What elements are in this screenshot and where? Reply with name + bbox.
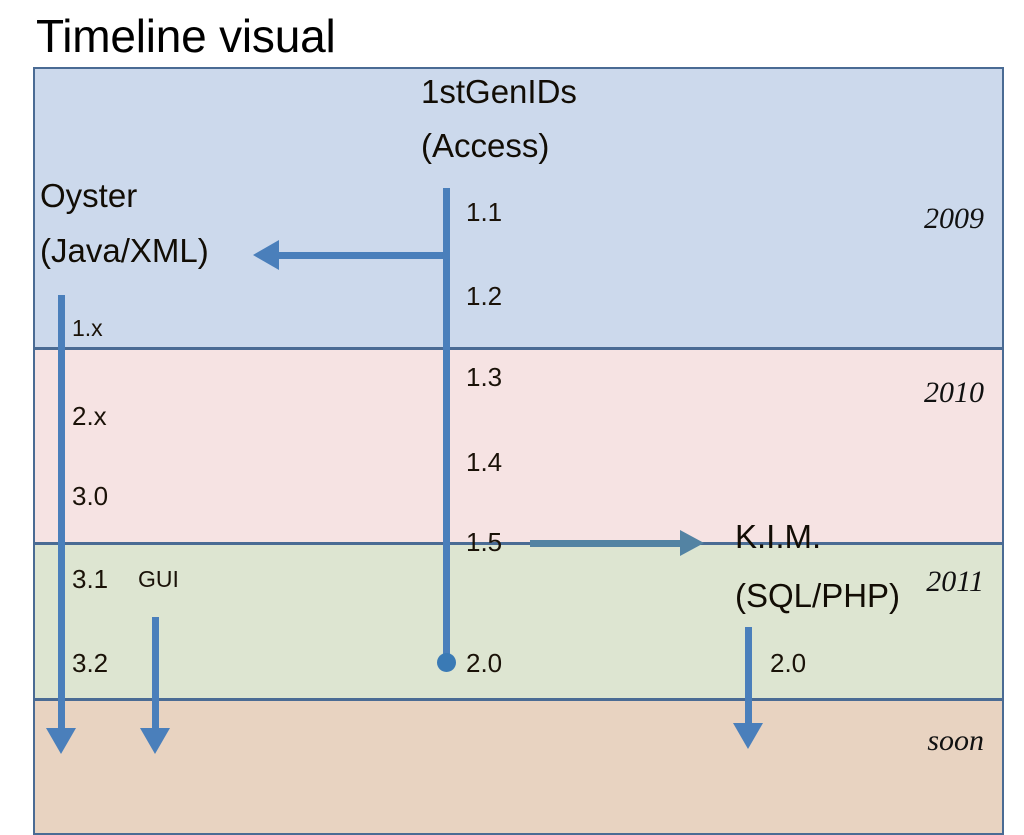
version-label-firstgen-1-2: 1.2	[466, 281, 503, 311]
page-title: Timeline visual	[36, 10, 336, 62]
version-label-oyster-2-x: 2.x	[72, 401, 107, 431]
timeline-bands: 2009 2010 2011 soon	[33, 67, 1004, 835]
timeline-slide: Timeline visual 2009 2010 2011 soon 1stG…	[33, 10, 1004, 835]
track-label-gui: GUI	[138, 566, 179, 592]
version-label-firstgen-1-3: 1.3	[466, 362, 503, 392]
version-label-oyster-3-1: 3.1	[72, 564, 109, 594]
version-label-firstgen-2-0: 2.0	[466, 648, 503, 678]
track-tech-oyster: (Java/XML)	[40, 232, 209, 269]
band-2010: 2010	[33, 348, 1004, 544]
track-tech-firstgenids: (Access)	[421, 127, 550, 164]
track-tech-kim: (SQL/PHP)	[735, 577, 901, 614]
track-title-firstgenids: 1stGenIDs	[421, 73, 577, 110]
band-2009: 2009	[33, 67, 1004, 349]
firstgenids-endpoint-dot	[437, 653, 456, 672]
band-soon: soon	[33, 699, 1004, 835]
oyster-timeline-arrowhead	[46, 728, 76, 754]
kim-timeline-arrowhead	[733, 723, 763, 749]
year-label-2011: 2011	[926, 565, 984, 598]
version-label-oyster-3-2: 3.2	[72, 648, 109, 678]
gui-timeline-arrowhead	[140, 728, 170, 754]
version-label-oyster-3-0: 3.0	[72, 481, 109, 511]
version-label-firstgen-1-5: 1.5	[466, 527, 503, 557]
year-label-2010: 2010	[924, 376, 984, 409]
version-label-kim-2-0: 2.0	[770, 648, 807, 678]
oyster-timeline-line	[58, 295, 65, 732]
arrow-firstgenids-to-kim-shaft	[530, 540, 680, 547]
version-label-firstgen-1-1: 1.1	[466, 197, 503, 227]
track-title-kim: K.I.M.	[735, 518, 822, 555]
version-label-oyster-1-x: 1.x	[72, 315, 103, 341]
year-label-soon: soon	[927, 724, 984, 757]
version-label-firstgen-1-4: 1.4	[466, 447, 503, 477]
year-label-2009: 2009	[924, 202, 984, 235]
arrow-firstgenids-to-oyster-shaft	[278, 252, 446, 259]
arrow-firstgenids-to-kim-head	[680, 530, 704, 556]
arrow-firstgenids-to-oyster-head	[253, 240, 279, 270]
firstgenids-timeline-line	[443, 188, 450, 663]
track-title-oyster: Oyster	[40, 177, 138, 214]
kim-timeline-line	[745, 627, 752, 727]
gui-timeline-line	[152, 617, 159, 732]
